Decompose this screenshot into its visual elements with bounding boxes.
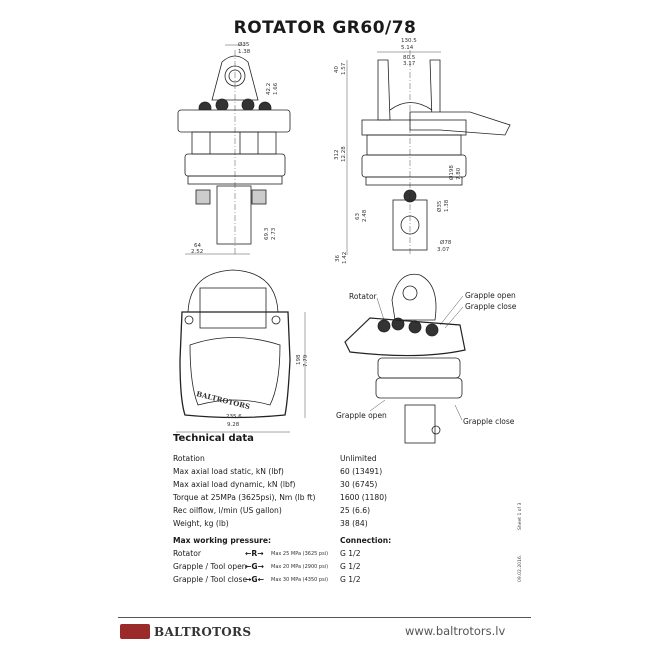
document-date: 09.02.2016. [518, 554, 523, 582]
brand-logo: BALTROTORS [120, 624, 251, 639]
website-link[interactable]: www.baltrotors.lv [405, 624, 506, 638]
svg-text:Ø35: Ø35 [238, 41, 250, 48]
svg-text:130.5: 130.5 [401, 38, 417, 44]
technical-data-heading: Technical data [173, 433, 254, 444]
svg-text:36: 36 [335, 255, 341, 262]
svg-text:64: 64 [194, 243, 201, 249]
spec-value: 60 (13491) [340, 467, 383, 476]
pressure-label: Grapple / Tool open [173, 562, 247, 571]
brand-name: BALTROTORS [154, 624, 252, 639]
sheet-number: Sheet 1 of 3 [518, 502, 523, 530]
spec-value: 38 (84) [340, 519, 368, 528]
spec-value: 1600 (1180) [340, 493, 387, 502]
svg-text:63: 63 [355, 213, 361, 220]
pressure-max: Max 20 MPa (2900 psi) [271, 564, 329, 570]
svg-text:312: 312 [334, 150, 340, 161]
pressure-label: Grapple / Tool close [173, 575, 248, 584]
spec-value: 30 (6745) [340, 480, 378, 489]
spec-value: 25 (6.6) [340, 506, 371, 515]
svg-text:2.52: 2.52 [191, 249, 203, 255]
svg-text:235.6: 235.6 [226, 414, 242, 420]
svg-text:80.5: 80.5 [403, 55, 416, 61]
side-view-drawing: 130.5 5.14 80.5 3.17 40 1.57 312 12.28 Ø… [334, 38, 511, 264]
spec-label: Max axial load dynamic, kN (lbf) [173, 480, 296, 489]
svg-text:Ø78: Ø78 [440, 239, 452, 246]
footer-divider [118, 617, 531, 618]
svg-text:Grapple open: Grapple open [336, 411, 387, 420]
svg-text:2.73: 2.73 [271, 227, 277, 240]
isometric-view-drawing: Rotator Grapple open Grapple close Grapp… [336, 273, 517, 444]
svg-text:3.07: 3.07 [437, 247, 450, 253]
svg-text:5.14: 5.14 [401, 45, 414, 51]
svg-text:Grapple open: Grapple open [465, 291, 516, 300]
spec-label: Rotation [173, 454, 205, 463]
svg-text:1.66: 1.66 [273, 82, 279, 95]
spec-label: Weight, kg (lb) [173, 519, 229, 528]
connection-value: G 1/2 [340, 562, 361, 571]
pressure-label: Rotator [173, 549, 201, 558]
pressure-symbol: ←R→ [245, 549, 264, 558]
pressure-symbol: →G← [245, 575, 264, 584]
svg-text:2.48: 2.48 [362, 209, 368, 222]
spec-value: Unlimited [340, 454, 377, 463]
svg-text:Grapple close: Grapple close [463, 417, 515, 426]
pressure-max: Max 30 MPa (4350 psi) [271, 577, 329, 583]
svg-text:BALTROTORS: BALTROTORS [195, 389, 251, 411]
svg-text:1.38: 1.38 [238, 49, 251, 55]
svg-text:40: 40 [334, 66, 340, 73]
connection-value: G 1/2 [340, 549, 361, 558]
connection-value: G 1/2 [340, 575, 361, 584]
svg-text:1.57: 1.57 [341, 62, 347, 75]
spec-label: Max axial load static, kN (lbf) [173, 467, 284, 476]
pressure-heading: Max working pressure: [173, 536, 272, 545]
svg-text:12.28: 12.28 [341, 146, 347, 162]
svg-text:Ø198: Ø198 [448, 165, 455, 180]
svg-text:42.2: 42.2 [266, 83, 272, 95]
connection-heading: Connection: [340, 536, 392, 545]
svg-text:7.79: 7.79 [303, 354, 309, 367]
svg-text:198: 198 [296, 354, 302, 365]
top-view-drawing: BALTROTORS 198 7.79 235.6 9.28 [176, 269, 309, 433]
spec-label: Rec oilflow, l/min (US gallon) [173, 506, 282, 515]
svg-text:3.17: 3.17 [403, 61, 416, 67]
svg-text:1.42: 1.42 [342, 252, 348, 264]
svg-text:Rotator: Rotator [349, 292, 378, 301]
svg-text:7.80: 7.80 [456, 167, 462, 180]
svg-text:9.28: 9.28 [227, 422, 240, 428]
svg-text:Grapple close: Grapple close [465, 302, 517, 311]
document-title: ROTATOR GR60/78 [233, 18, 417, 38]
pressure-max: Max 25 MPa (3625 psi) [271, 551, 329, 557]
svg-text:Ø35: Ø35 [436, 200, 443, 212]
spec-label: Torque at 25MPa (3625psi), Nm (lb ft) [173, 493, 316, 502]
pressure-symbol: ←G→ [245, 562, 264, 571]
front-view-drawing: Ø35 1.38 42.2 1.66 69.3 2.73 64 2.52 [177, 41, 291, 255]
logo-icon [120, 624, 150, 639]
svg-text:1.38: 1.38 [444, 199, 450, 212]
svg-text:69.3: 69.3 [264, 227, 270, 240]
